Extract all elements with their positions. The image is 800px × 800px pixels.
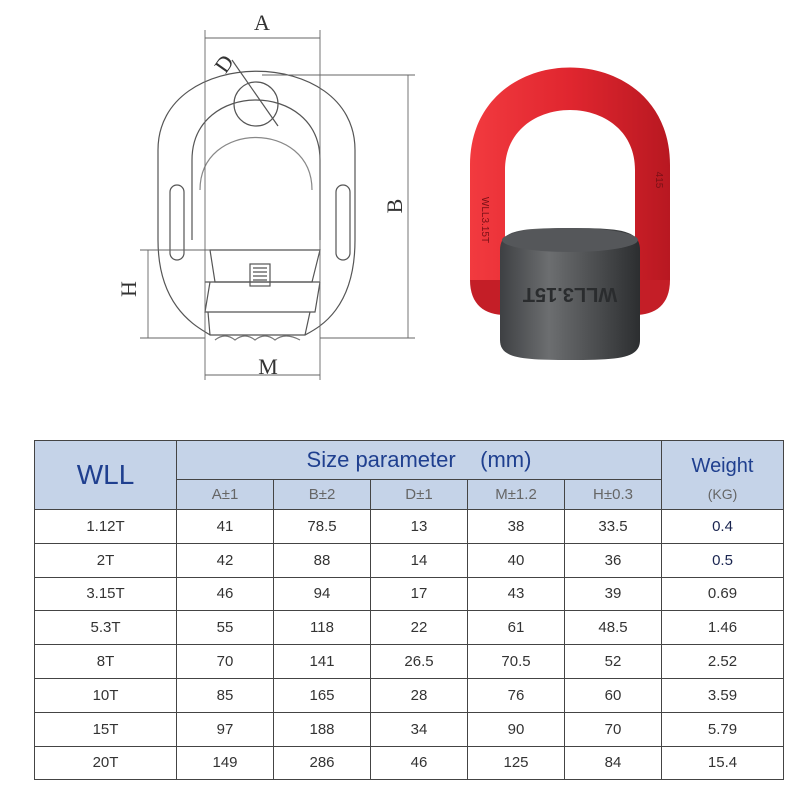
- header-weight-title: Weight: [691, 454, 754, 477]
- weight-cell: 0.5: [661, 542, 784, 578]
- size-cell: 40: [467, 542, 565, 578]
- header-weight-unit: (KG): [707, 485, 738, 502]
- size-cell: 118: [273, 610, 371, 646]
- size-cell: 70: [176, 644, 274, 679]
- wll-cell: 15T: [34, 711, 177, 747]
- size-cell: 141: [273, 644, 371, 679]
- wll-cell: 2T: [34, 542, 177, 578]
- weld-block-outline: [209, 249, 321, 283]
- technical-drawing: A D B H M: [116, 10, 415, 380]
- label-b: B: [382, 199, 407, 214]
- size-cell: 22: [370, 610, 468, 646]
- wll-cell: 1.12T: [34, 509, 177, 544]
- size-cell: 38: [467, 509, 565, 544]
- column-header: H±0.3: [564, 479, 662, 510]
- d-circle: [233, 81, 279, 127]
- header-wll: WLL: [34, 440, 177, 510]
- size-cell: 39: [564, 576, 662, 612]
- weight-cell: 15.4: [661, 745, 784, 781]
- label-a: A: [254, 10, 270, 35]
- size-cell: 41: [176, 509, 274, 544]
- size-cell: 286: [273, 745, 371, 781]
- ring-left-marking: WLL3.15T: [479, 197, 490, 243]
- column-header: A±1: [176, 479, 274, 510]
- wll-cell: 5.3T: [34, 610, 177, 646]
- weight-cell: 5.79: [661, 711, 784, 747]
- size-cell: 90: [467, 711, 565, 747]
- size-cell: 52: [564, 644, 662, 679]
- right-slot: [335, 184, 351, 261]
- column-header: M±1.2: [467, 479, 565, 510]
- product-photo: WLL3.15T WLL3.15T 415: [470, 67, 670, 360]
- size-cell: 149: [176, 745, 274, 781]
- header-size-parameter: Size parameter (mm): [176, 440, 662, 480]
- size-cell: 46: [176, 576, 274, 612]
- weight-cell: 3.59: [661, 677, 784, 713]
- size-cell: 78.5: [273, 509, 371, 544]
- size-cell: 33.5: [564, 509, 662, 544]
- red-d-ring: [470, 67, 670, 280]
- weight-cell: 2.52: [661, 644, 784, 679]
- size-cell: 70: [564, 711, 662, 747]
- label-h: H: [116, 281, 141, 297]
- size-cell: 36: [564, 542, 662, 578]
- size-cell: 14: [370, 542, 468, 578]
- size-cell: 61: [467, 610, 565, 646]
- size-cell: 26.5: [370, 644, 468, 679]
- size-cell: 85: [176, 677, 274, 713]
- size-cell: 60: [564, 677, 662, 713]
- size-cell: 88: [273, 542, 371, 578]
- left-slot: [169, 184, 185, 261]
- size-cell: 70.5: [467, 644, 565, 679]
- size-cell: 55: [176, 610, 274, 646]
- size-cell: 48.5: [564, 610, 662, 646]
- weight-cell: 0.4: [661, 509, 784, 544]
- size-cell: 17: [370, 576, 468, 612]
- size-cell: 84: [564, 745, 662, 781]
- wll-cell: 20T: [34, 745, 177, 781]
- size-cell: 125: [467, 745, 565, 781]
- column-header: B±2: [273, 479, 371, 510]
- block-marking: WLL3.15T: [523, 283, 617, 305]
- ring-outer-outline: [157, 70, 356, 240]
- size-cell: 97: [176, 711, 274, 747]
- label-m: M: [258, 354, 278, 379]
- size-cell: 28: [370, 677, 468, 713]
- size-cell: 188: [273, 711, 371, 747]
- size-cell: 76: [467, 677, 565, 713]
- size-cell: 13: [370, 509, 468, 544]
- size-cell: 94: [273, 576, 371, 612]
- wll-cell: 8T: [34, 644, 177, 679]
- wll-cell: 3.15T: [34, 576, 177, 612]
- column-header: D±1: [370, 479, 468, 510]
- size-cell: 34: [370, 711, 468, 747]
- size-cell: 46: [370, 745, 468, 781]
- size-cell: 43: [467, 576, 565, 612]
- ring-inner-outline: [191, 99, 321, 240]
- base-plate-outline: [157, 239, 356, 336]
- ring-right-marking: 415: [653, 172, 664, 189]
- size-cell: 42: [176, 542, 274, 578]
- size-cell: 165: [273, 677, 371, 713]
- wll-cell: 10T: [34, 677, 177, 713]
- grey-weld-block: [500, 228, 640, 360]
- header-weight: Weight (KG): [661, 440, 784, 510]
- weight-cell: 0.69: [661, 576, 784, 612]
- weight-cell: 1.46: [661, 610, 784, 646]
